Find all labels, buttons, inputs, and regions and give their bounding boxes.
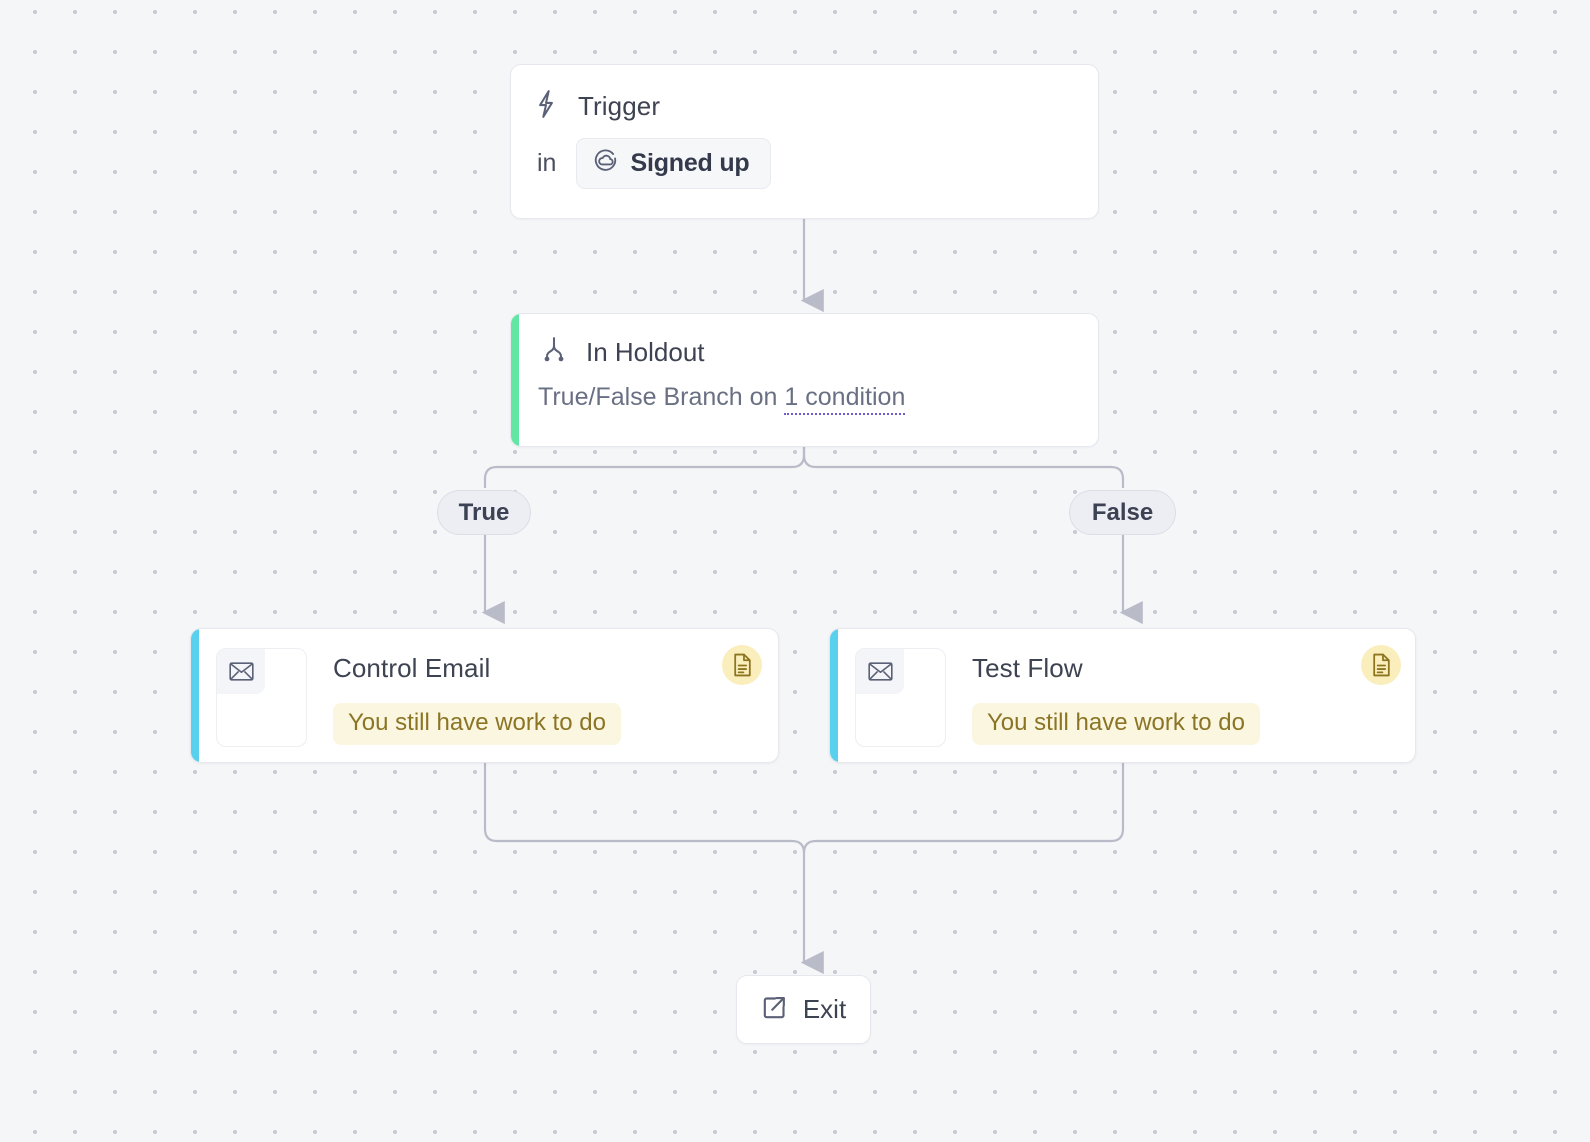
- trigger-header: Trigger: [511, 65, 1098, 124]
- control-email-accent-bar: [191, 629, 199, 762]
- cloud-circle-icon: [593, 148, 619, 179]
- branch-title: In Holdout: [586, 337, 705, 367]
- trigger-preposition: in: [537, 149, 557, 177]
- test-flow-document-icon[interactable]: [1361, 645, 1401, 685]
- branch-description: True/False Branch on 1 condition: [511, 369, 1098, 415]
- envelope-icon: [217, 649, 265, 694]
- control-email-warning-badge: You still have work to do: [333, 703, 621, 745]
- test-flow-title: Test Flow: [972, 653, 1083, 683]
- branch-accent-bar: [511, 314, 519, 446]
- branch-condition-link[interactable]: 1 condition: [784, 383, 906, 415]
- branch-node[interactable]: In Holdout True/False Branch on 1 condit…: [510, 313, 1099, 447]
- trigger-audience-row: in Signed up: [511, 124, 1098, 189]
- email-thumbnail[interactable]: [216, 648, 307, 747]
- branch-split-icon: [541, 336, 567, 369]
- branch-label-true[interactable]: True: [437, 490, 531, 535]
- control-email-document-icon[interactable]: [722, 645, 762, 685]
- trigger-node[interactable]: Trigger in Signed up: [510, 64, 1099, 219]
- exit-node[interactable]: Exit: [736, 975, 871, 1044]
- branch-label-false[interactable]: False: [1069, 490, 1176, 535]
- audience-name: Signed up: [630, 149, 750, 177]
- branch-description-prefix: True/False Branch on: [538, 383, 785, 411]
- email-thumbnail[interactable]: [855, 648, 946, 747]
- test-flow-node[interactable]: Test Flow You still have work to do: [829, 628, 1416, 763]
- control-email-node[interactable]: Control Email You still have work to do: [190, 628, 779, 763]
- envelope-icon: [856, 649, 904, 694]
- control-email-title: Control Email: [333, 653, 491, 683]
- branch-header: In Holdout: [511, 314, 1098, 369]
- audience-pill[interactable]: Signed up: [576, 138, 771, 189]
- test-flow-warning-badge: You still have work to do: [972, 703, 1260, 745]
- test-flow-accent-bar: [830, 629, 838, 762]
- trigger-title: Trigger: [578, 91, 661, 121]
- exit-label: Exit: [802, 994, 847, 1024]
- zap-icon: [533, 89, 559, 124]
- external-link-icon: [761, 994, 788, 1026]
